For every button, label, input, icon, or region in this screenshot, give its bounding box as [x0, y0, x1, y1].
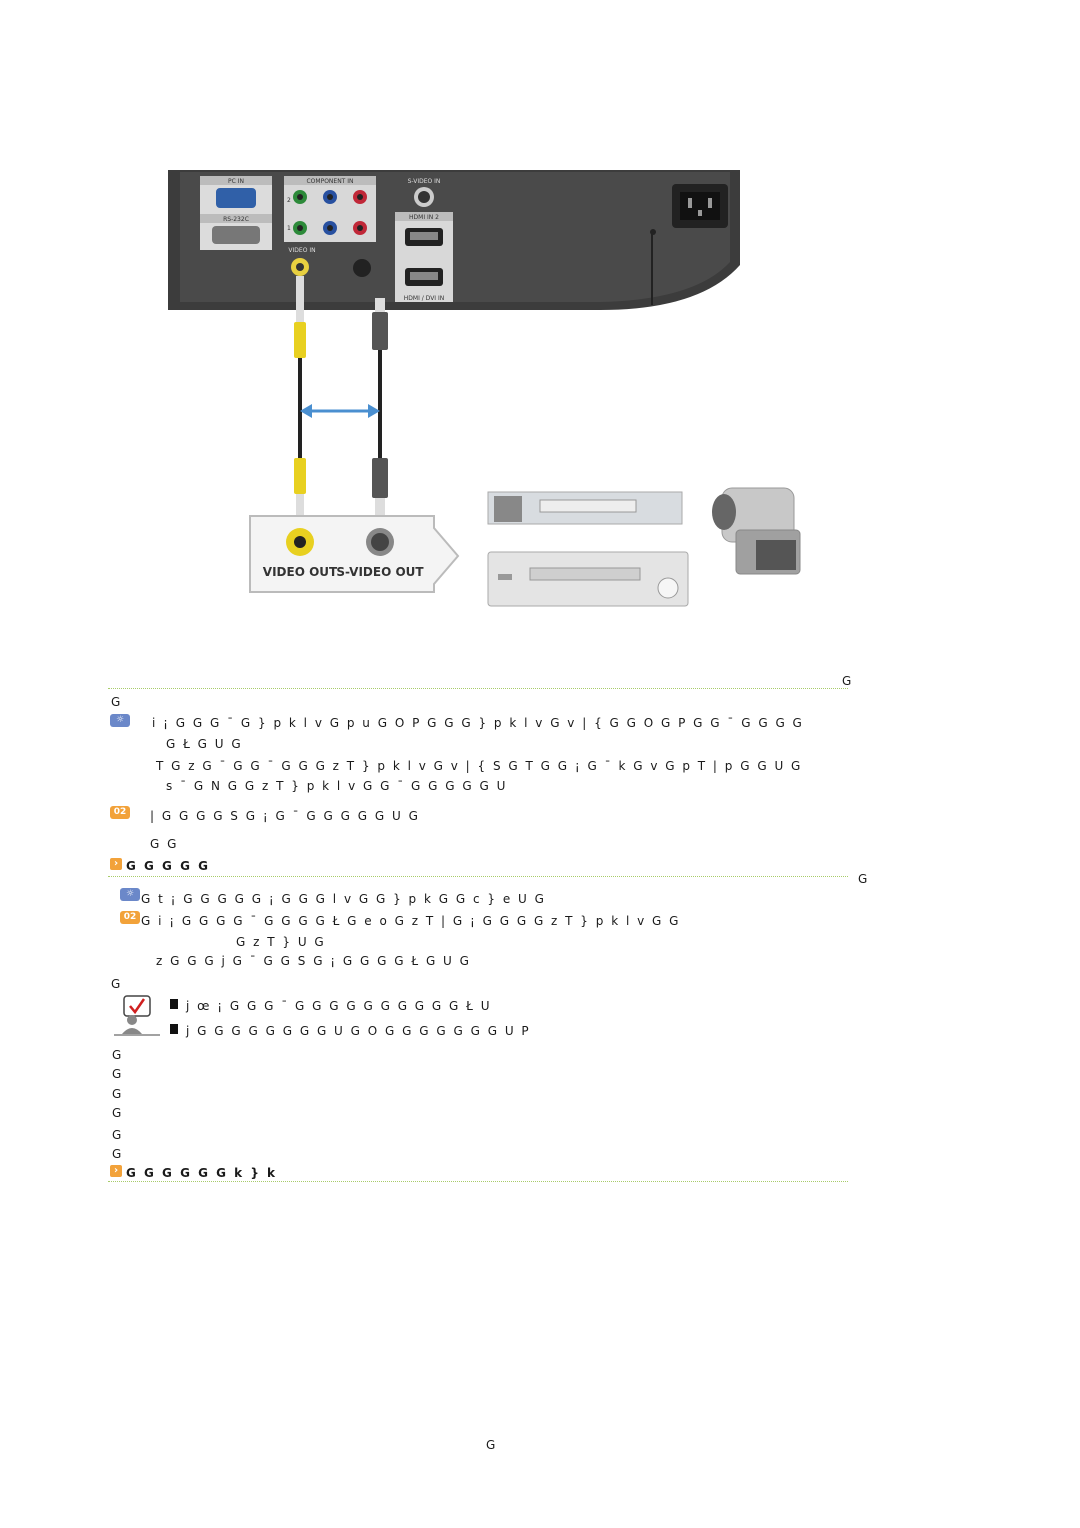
rs232c-port: RS-232C — [200, 214, 272, 250]
svideo-cable — [372, 298, 388, 520]
text-line: G z T } U G — [236, 935, 326, 949]
dvd-player-device — [487, 551, 689, 607]
text-line: G — [111, 977, 123, 991]
connection-diagram: PC IN RS-232C COMPONENT IN 2 1 VIDEO IN … — [168, 170, 801, 607]
dotted-divider — [108, 1181, 848, 1182]
hdmi-in1-label: HDMI / DVI IN — [404, 295, 444, 302]
text-line: G — [112, 1048, 124, 1062]
text-line: | G G G G S G ¡ G ¯ G G G G G U G — [150, 809, 420, 823]
step-02-icon: 02 — [110, 806, 130, 819]
step-02-icon: 02 — [120, 911, 140, 924]
component-in-ports: COMPONENT IN 2 1 — [284, 176, 376, 242]
svideo-out-label: S-VIDEO OUT — [336, 565, 424, 579]
dotted-divider — [108, 688, 848, 689]
video-out-label: VIDEO OUT — [263, 565, 338, 579]
pc-in-label: PC IN — [228, 178, 244, 185]
text-line: G — [112, 1147, 124, 1161]
dotted-divider — [108, 876, 848, 877]
double-arrow-icon — [300, 404, 380, 418]
rs232c-label: RS-232C — [223, 216, 249, 223]
text-line: z G G G j G ¯ G G S G ¡ G G G G Ł G U G — [156, 954, 471, 968]
camcorder-device — [712, 487, 801, 575]
section-heading: G G G G G — [126, 859, 210, 873]
av-output-callout: VIDEO OUT S-VIDEO OUT — [249, 515, 460, 593]
svideo-in-port: S-VIDEO IN — [408, 178, 441, 207]
section-arrow-icon: › — [110, 858, 122, 870]
bullet-icon — [170, 1024, 178, 1034]
text-line: G — [842, 674, 854, 688]
text-line: G t ¡ G G G G G ¡ G G G l v G G } p k G … — [141, 892, 546, 906]
pc-in-port: PC IN — [200, 176, 272, 214]
text-line: i ¡ G G G ¯ G } p k l v G p u G O P G G … — [152, 716, 804, 730]
tip-icon: ☼ — [120, 888, 140, 901]
text-line: T G z G ¯ G G ¯ G G G z T } p k l v G v … — [156, 759, 803, 773]
text-line: G Ł G U G — [166, 737, 243, 751]
hdmi-ports: HDMI IN 2 HDMI / DVI IN — [395, 212, 453, 302]
text-line: s ¯ G N G G z T } p k l v G G ¯ G G G G … — [166, 779, 508, 793]
text-line: j G G G G G G G G U G O G G G G G G G U … — [186, 1024, 531, 1038]
text-line: G — [112, 1067, 124, 1081]
section-heading: G G G G G G k } k — [126, 1166, 278, 1180]
component-in-label: COMPONENT IN — [306, 178, 353, 185]
video-in-label: VIDEO IN — [288, 247, 315, 254]
svg-text:2: 2 — [287, 197, 291, 204]
text-line: G — [112, 1128, 124, 1142]
text-line: j œ ¡ G G G ¯ G G G G G G G G G G Ł U — [186, 999, 492, 1013]
tip-icon: ☼ — [110, 714, 130, 727]
bullet-icon — [170, 999, 178, 1009]
power-socket — [672, 184, 728, 228]
text-line: G — [112, 1106, 124, 1120]
note-person-icon — [114, 995, 160, 1036]
svg-text:1: 1 — [287, 225, 291, 232]
svideo-in-label: S-VIDEO IN — [408, 178, 441, 185]
text-line: G G — [150, 837, 179, 851]
section-arrow-icon: › — [110, 1165, 122, 1177]
text-line: G — [858, 872, 870, 886]
page-number: G — [486, 1438, 498, 1452]
video-cable — [294, 276, 306, 520]
vcr-device — [487, 491, 683, 525]
video-in-port: VIDEO IN — [288, 247, 371, 277]
text-line: G — [112, 1087, 124, 1101]
text-line: G — [111, 695, 123, 709]
hdmi-in2-label: HDMI IN 2 — [409, 214, 439, 221]
text-line: G i ¡ G G G G ¯ G G G G Ł G e o G z T | … — [141, 914, 681, 928]
